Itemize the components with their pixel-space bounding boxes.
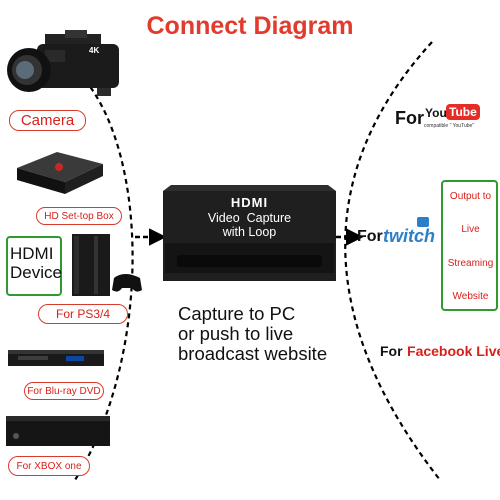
twitch-platform: For twitch — [357, 217, 441, 251]
bluray-player-image — [6, 346, 106, 372]
youtube-logo-you: You — [425, 106, 447, 120]
ps4-console-image — [68, 232, 143, 300]
settop-box-image — [13, 148, 105, 198]
camera-4k-badge: 4K — [89, 46, 100, 55]
settop-box-label: HD Set-top Box — [36, 207, 122, 225]
facebook-live-label: Facebook Live — [407, 343, 500, 359]
hdmi-device-box: HDMI Device — [6, 236, 62, 296]
youtube-compatible-note: compatible " YouTube" — [424, 123, 475, 129]
ps-label: For PS3/4 — [38, 304, 128, 324]
bluray-label: For Blu-ray DVD — [24, 382, 104, 400]
output-streaming-box: Output to Live Streaming Website — [441, 180, 498, 311]
capture-caption: Capture to PC or push to live broadcast … — [178, 303, 328, 364]
youtube-logo-tube: Tube — [446, 104, 480, 120]
xbox-label: For XBOX one — [8, 456, 90, 476]
diagram-title: Connect Diagram — [146, 12, 354, 40]
capture-device: HDMI Video Capture with Loop — [163, 185, 336, 287]
xbox-console-image — [4, 412, 114, 448]
camera-image: 4K — [5, 26, 125, 106]
youtube-platform: For You Tube compatible " YouTube" — [395, 104, 499, 138]
camera-label: Camera — [9, 110, 86, 131]
facebook-platform: For Facebook Live — [380, 343, 500, 363]
twitch-logo: twitch — [383, 226, 435, 246]
capture-device-label: Video Capture with Loop — [207, 211, 292, 239]
twitch-icon — [417, 217, 429, 227]
hdmi-logo: HDMI — [230, 195, 269, 210]
